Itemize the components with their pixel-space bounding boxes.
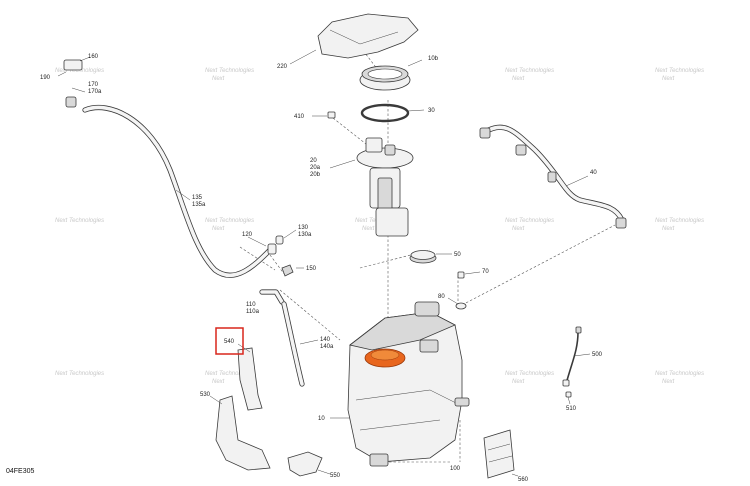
highlight-box <box>215 327 244 355</box>
callout-220: 220 <box>277 64 288 70</box>
watermark: Next Technologies <box>655 218 704 224</box>
callout-10b: 10b <box>428 56 439 62</box>
watermarks: Next Technologies Next Next Technologies… <box>55 68 704 385</box>
callout-190: 190 <box>40 75 51 81</box>
callout-410: 410 <box>294 114 305 120</box>
part-wire-harness <box>479 124 627 229</box>
part-filler-tube <box>281 301 319 387</box>
callout-100: 100 <box>450 466 461 472</box>
callout-labels: 160 190 170 170a 135 135a 220 10b 30 410… <box>40 54 603 483</box>
callout-110a: 110a <box>246 309 260 315</box>
part-fuel-cap <box>409 250 452 264</box>
callout-20b: 20b <box>310 172 321 178</box>
callout-530: 530 <box>200 392 211 398</box>
callout-20a: 20a <box>310 165 321 171</box>
watermark-brand: Next <box>662 226 675 232</box>
watermark-brand: Next <box>212 226 225 232</box>
diagram-code: 04FE305 <box>6 468 35 475</box>
callout-135a: 135a <box>192 202 206 208</box>
watermark: Next Technologies <box>655 68 704 74</box>
part-fuel-pump <box>329 137 414 237</box>
part-pad-560 <box>483 429 519 479</box>
part-cover-plate <box>289 13 419 65</box>
callout-150: 150 <box>306 266 317 272</box>
watermark-brand: Next <box>662 379 675 385</box>
watermark: Next Technologies <box>505 371 554 377</box>
watermark: Next Technologies <box>655 371 704 377</box>
callout-170: 170 <box>88 82 99 88</box>
watermark: Next Technologies <box>205 371 254 377</box>
part-bracket-550 <box>287 451 331 477</box>
callout-160: 160 <box>88 54 99 60</box>
part-sensor-500 <box>562 326 591 387</box>
part-screw-80 <box>447 297 467 310</box>
watermark-brand: Next <box>512 226 525 232</box>
part-lock-ring <box>359 59 423 91</box>
callout-170a: 170a <box>88 89 102 95</box>
part-heat-shield <box>209 395 271 471</box>
callout-80: 80 <box>438 294 445 300</box>
callout-70: 70 <box>482 269 489 275</box>
watermark-brand: Next <box>662 76 675 82</box>
watermark-brand: Next <box>212 379 225 385</box>
callout-500: 500 <box>592 352 603 358</box>
callout-130: 130 <box>298 225 309 231</box>
part-deflector-540 <box>237 343 263 411</box>
part-grommet-70 <box>457 271 481 279</box>
part-fitting-150 <box>281 264 304 277</box>
callout-540: 540 <box>224 339 235 345</box>
watermark: Next Technologies <box>505 68 554 74</box>
part-fuel-tank <box>330 301 470 467</box>
callout-560: 560 <box>518 477 529 483</box>
callout-40: 40 <box>590 170 597 176</box>
watermark: Next Technologies <box>205 218 254 224</box>
callout-20: 20 <box>310 158 317 164</box>
watermark: Next Technologies <box>55 218 104 224</box>
part-elbow-110 <box>259 289 285 305</box>
callout-135: 135 <box>192 195 203 201</box>
callout-120: 120 <box>242 232 253 238</box>
watermark: Next Technologies <box>55 68 104 74</box>
callout-110: 110 <box>246 302 256 308</box>
callout-130a: 130a <box>298 232 312 238</box>
callout-10: 10 <box>318 416 325 422</box>
callout-510: 510 <box>566 406 577 412</box>
watermark: Next Technologies <box>55 371 104 377</box>
watermark: Next Technologies <box>205 68 254 74</box>
watermark-brand: Next <box>512 379 525 385</box>
watermark: Next Technologies <box>505 218 554 224</box>
watermark-brand: Next <box>512 76 525 82</box>
callout-30: 30 <box>428 108 435 114</box>
part-fastener-510 <box>565 391 572 405</box>
part-gasket <box>360 103 425 123</box>
callout-50: 50 <box>454 252 461 258</box>
part-fitting-130 <box>275 229 297 245</box>
callout-550: 550 <box>330 473 341 479</box>
part-vent-hose <box>57 56 273 278</box>
part-fitting-120 <box>247 236 277 255</box>
callout-140: 140 <box>320 337 331 343</box>
callout-140a: 140a <box>320 344 334 350</box>
part-clip-410 <box>312 111 336 119</box>
watermark-brand: Next <box>212 76 225 82</box>
watermark-brand: Next <box>362 226 375 232</box>
